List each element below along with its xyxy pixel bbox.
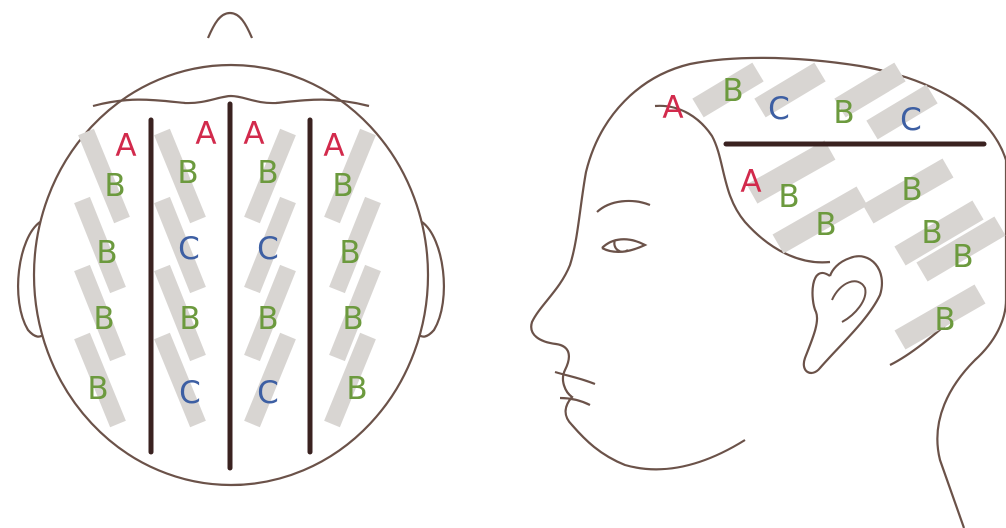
side-section-band [866,84,938,140]
side-view-bands [692,62,1006,350]
top-hairline [92,94,370,108]
top-section-band [154,332,206,428]
side-label-b: B [921,215,942,251]
top-label-a: A [243,116,264,152]
top-label-c: C [178,231,200,267]
top-section-band [154,128,206,224]
eye [601,238,648,254]
side-label-b: B [952,239,973,275]
side-head-profile [530,56,1006,528]
top-label-b: B [346,371,367,407]
top-label-a: A [195,116,216,152]
side-section-band [746,140,836,204]
top-label-b: B [177,155,198,191]
top-section-band [329,264,381,362]
top-label-a: A [323,128,344,164]
side-section-band [754,62,826,118]
top-section-band [244,196,296,294]
top-section-band [74,196,126,294]
top-label-b: B [179,301,200,337]
side-section-band [834,62,906,118]
side-view-head [530,56,1006,528]
top-label-c: C [257,231,279,267]
lips [554,370,596,406]
top-label-b: B [257,155,278,191]
top-label-b: B [332,168,353,204]
top-section-band [154,196,206,294]
side-section-band [862,158,954,224]
side-label-b: B [722,73,743,109]
top-view-bands [74,128,381,428]
side-label-b: B [934,302,955,338]
top-label-b: B [96,235,117,271]
top-label-b: B [93,301,114,337]
side-label-a: A [740,164,761,200]
top-label-c: C [179,375,201,411]
left-ear [17,221,45,338]
top-label-b: B [87,371,108,407]
side-label-c: C [900,102,922,138]
top-section-band [74,264,126,362]
side-section-band [916,216,1006,282]
top-section-band [244,128,296,224]
top-view-dividers [148,101,313,471]
side-section-band [894,200,984,266]
side-label-b: B [833,95,854,131]
top-nose-bump [206,11,254,39]
top-label-b: B [342,301,363,337]
top-section-band [154,264,206,362]
side-label-c: C [768,91,790,127]
side-section-band [692,62,764,118]
eyebrow [596,199,651,213]
side-label-b: B [815,207,836,243]
top-section-band [324,128,376,224]
top-section-band [244,332,296,428]
side-section-band [894,284,986,350]
top-label-c: C [257,375,279,411]
top-section-band [244,264,296,362]
side-label-b: B [901,172,922,208]
side-label-b: B [778,179,799,215]
top-section-band [74,332,126,428]
top-label-b: B [104,168,125,204]
top-section-band [329,196,381,294]
side-label-a: A [662,90,683,126]
side-section-band [772,186,868,254]
side-ear [802,255,883,375]
side-ear-inner [831,280,867,323]
side-hairline [654,104,831,264]
right-ear [417,221,445,338]
top-label-b: B [257,301,278,337]
top-section-band [324,332,376,428]
top-label-b: B [339,235,360,271]
top-section-band [78,128,130,224]
top-label-a: A [115,128,136,164]
